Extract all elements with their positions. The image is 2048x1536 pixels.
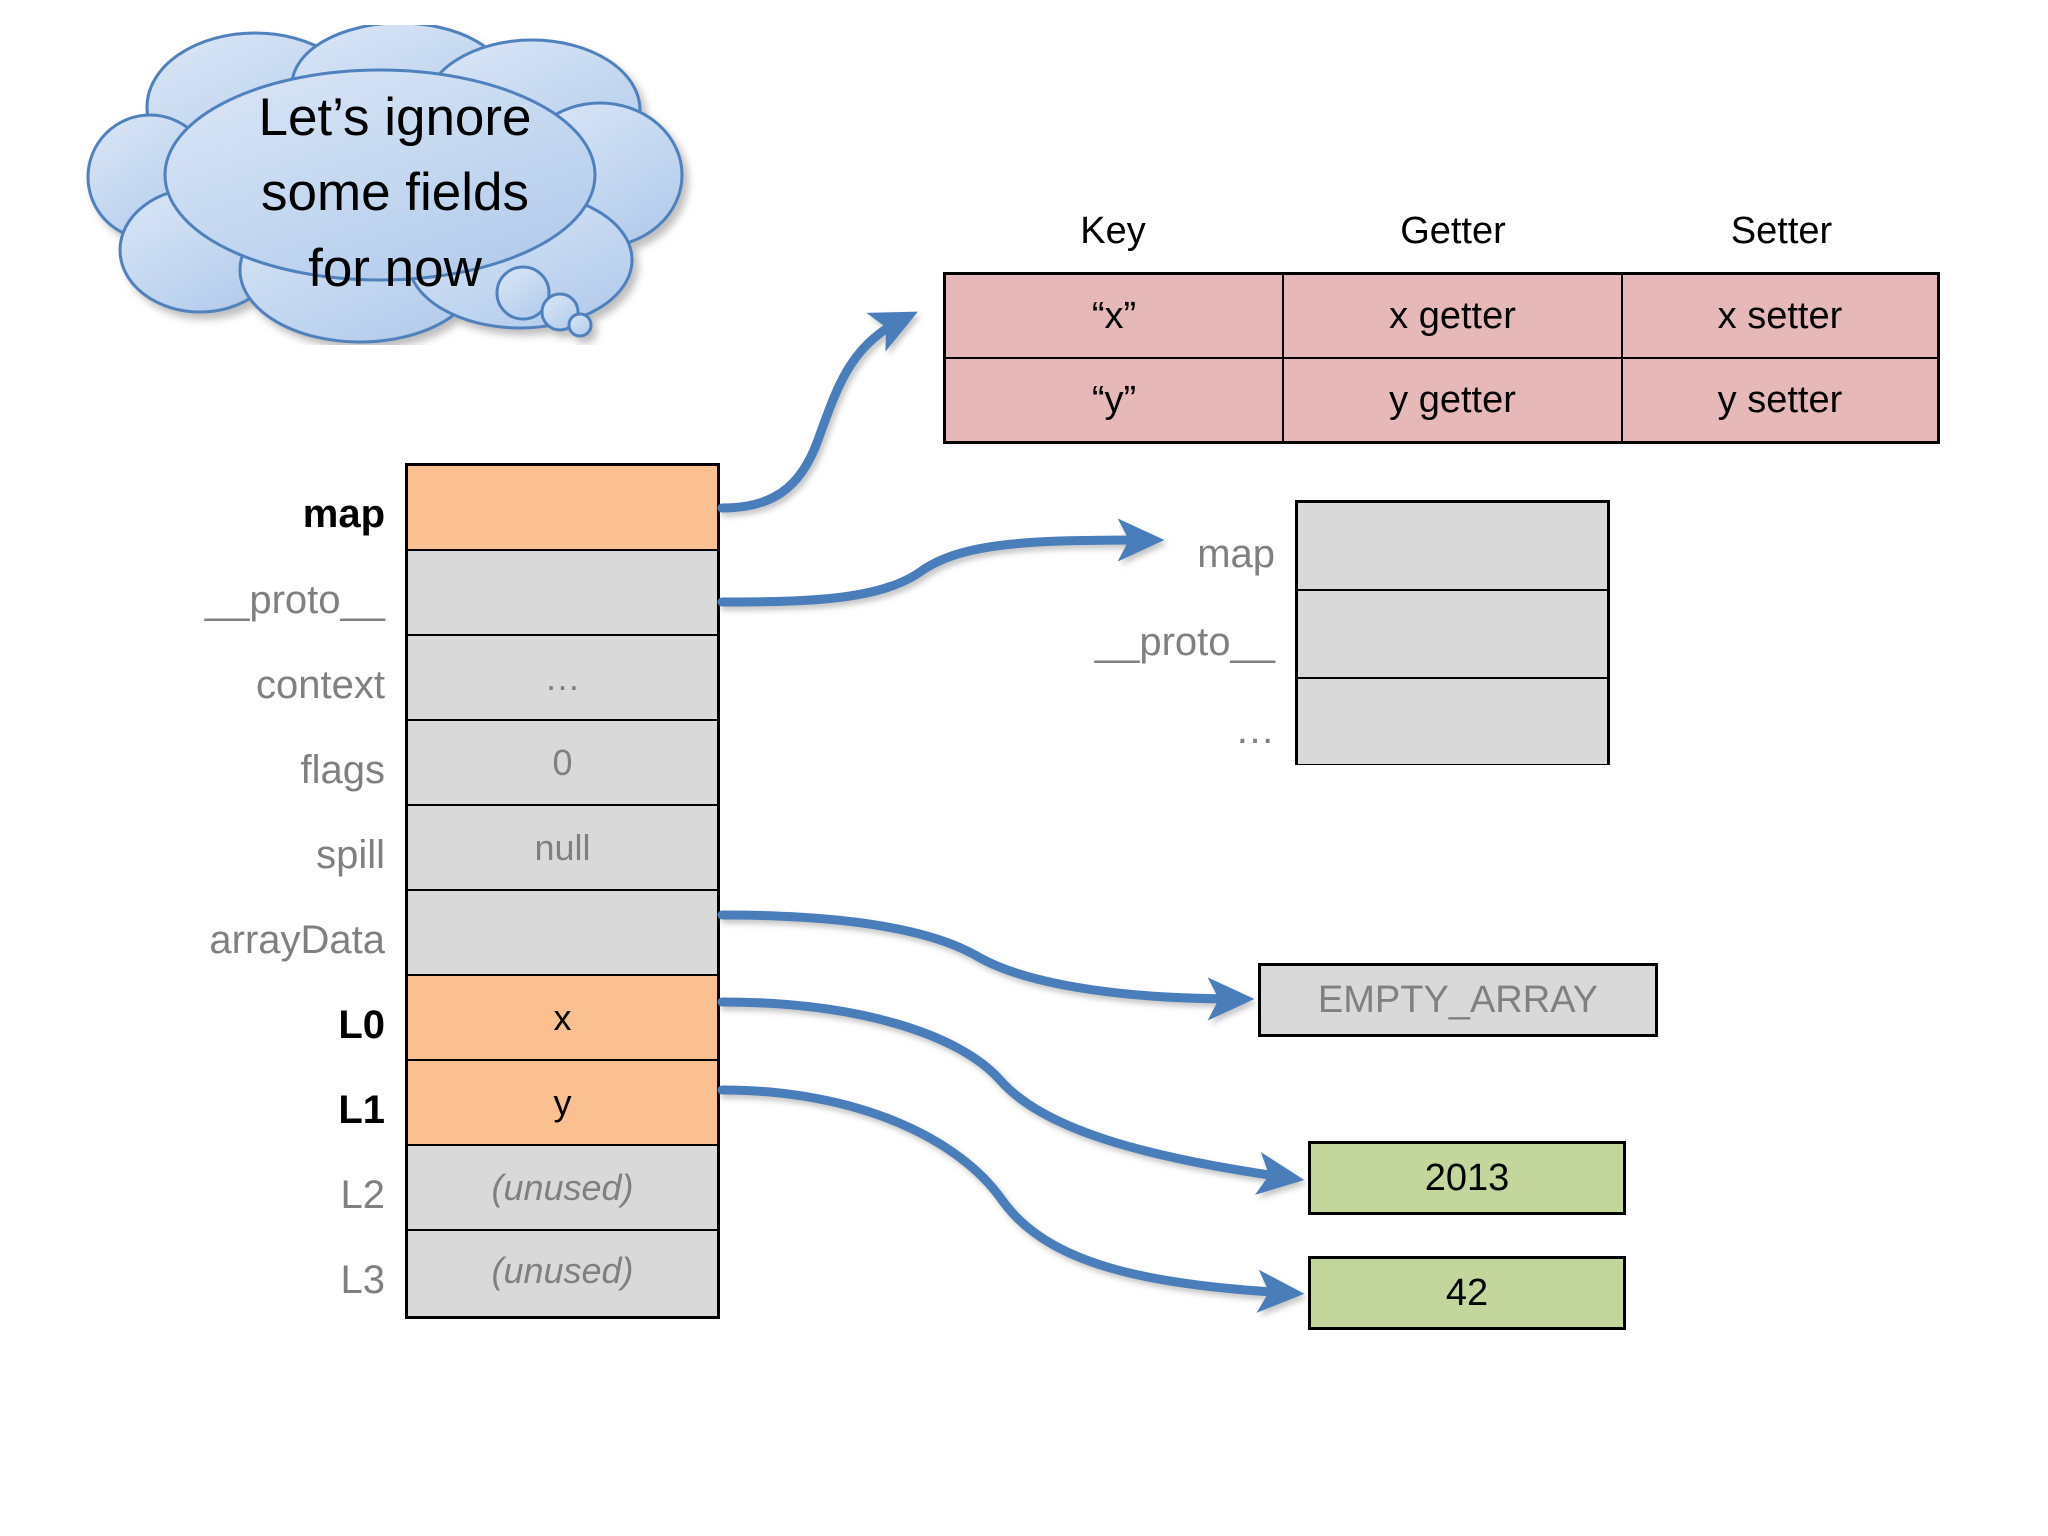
thought-bubble-text: Let’s ignore some fields for now [258, 88, 532, 298]
map-struct-row-proto [1298, 591, 1607, 679]
cell-key-x: “x” [943, 272, 1285, 359]
struct-row-arraydata [408, 891, 717, 976]
arrow-l0-to-2013 [717, 997, 1305, 1195]
cell-getter-x: x getter [1282, 272, 1623, 359]
value-box-2013: 2013 [1308, 1141, 1626, 1215]
table-row: “x” x getter x setter [943, 272, 1940, 359]
struct-row-flags: 0 [408, 721, 717, 806]
label-context: context [256, 663, 385, 707]
empty-array-label: EMPTY_ARRAY [1317, 978, 1599, 1021]
map-struct-row-rest [1298, 679, 1607, 764]
cell-setter-x: x setter [1620, 272, 1940, 359]
label-arraydata: arrayData [209, 918, 385, 962]
empty-array-box: EMPTY_ARRAY [1258, 963, 1658, 1037]
struct-row-map [408, 466, 717, 551]
label-l1: L1 [338, 1088, 385, 1132]
struct-row-l2: (unused) [408, 1146, 717, 1231]
struct-row-context: … [408, 636, 717, 721]
struct-row-l3: (unused) [408, 1231, 717, 1311]
cell-setter-y: y setter [1620, 357, 1940, 444]
arrow-map-to-property-table [717, 311, 918, 513]
property-table: “x” x getter x setter “y” y getter y set… [943, 272, 1940, 444]
label-proto: __proto__ [204, 578, 385, 622]
table-header-setter: Setter [1730, 210, 1833, 252]
struct-row-l0: x [408, 976, 717, 1061]
cell-getter-y: y getter [1282, 357, 1623, 444]
cell-key-y: “y” [943, 357, 1285, 444]
struct-row-spill: null [408, 806, 717, 891]
map-struct-label-map: map [1197, 532, 1275, 576]
table-row: “y” y getter y setter [943, 357, 1940, 444]
label-spill: spill [316, 833, 385, 877]
map-struct-row-map [1298, 503, 1607, 591]
struct-row-l1: y [408, 1061, 717, 1146]
thought-bubble-shape [86, 25, 684, 344]
label-l3: L3 [340, 1258, 386, 1302]
arrow-l1-to-42 [717, 1085, 1305, 1313]
value-box-42-label: 42 [1445, 1271, 1489, 1314]
table-header-getter: Getter [1400, 210, 1506, 252]
struct-row-proto [408, 551, 717, 636]
label-l0: L0 [338, 1003, 385, 1047]
value-box-2013-label: 2013 [1424, 1156, 1510, 1199]
value-box-42: 42 [1308, 1256, 1626, 1330]
thought-bubble: Let’s ignore some fields for now [80, 25, 700, 345]
label-map: map [302, 492, 385, 536]
arrow-arraydata-to-empty-array [717, 910, 1255, 1021]
map-struct-label-rest: … [1235, 708, 1275, 752]
object-struct: … 0 null x y (unused) (unused) [405, 463, 720, 1319]
table-header-key: Key [1080, 210, 1146, 252]
map-struct [1295, 500, 1610, 765]
map-struct-label-proto: __proto__ [1094, 620, 1275, 664]
label-l2: L2 [340, 1173, 386, 1217]
label-flags: flags [300, 748, 386, 792]
